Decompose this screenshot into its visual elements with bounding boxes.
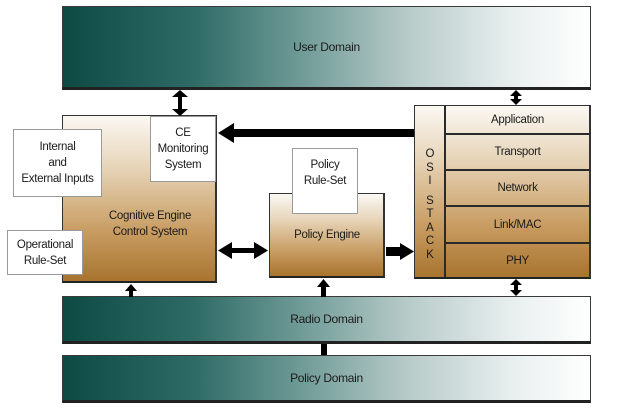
- policy-ruleset-line2: Rule-Set: [303, 175, 347, 187]
- osi-layer-application-label: Application: [491, 113, 544, 126]
- inputs-line3: External Inputs: [21, 173, 94, 185]
- arrow-user-to-osi: [510, 90, 522, 105]
- ce-monitoring-line3: System: [164, 159, 202, 171]
- user-domain-label: User Domain: [293, 40, 360, 54]
- arrow-ce-to-policy-engine: [218, 242, 268, 259]
- osi-layer-transport-label: Transport: [494, 146, 541, 158]
- osi-letter: T: [426, 208, 434, 220]
- user-domain: User Domain: [62, 6, 591, 90]
- internal-external-inputs: Internal and External Inputs: [13, 129, 102, 197]
- operational-ruleset-line1: Operational: [16, 238, 74, 251]
- radio-domain-label: Radio Domain: [290, 312, 363, 326]
- osi-layer-link-mac-label: Link/MAC: [493, 218, 542, 231]
- osi-stack-vertical-label: O S I S T A C K: [418, 148, 442, 262]
- policy-domain-label: Policy Domain: [290, 371, 363, 385]
- osi-letter: O: [425, 148, 435, 160]
- operational-ruleset: Operational Rule-Set: [7, 230, 83, 275]
- arrow-radio-to-policy-engine: [317, 279, 330, 297]
- osi-layer-application: Application: [445, 106, 590, 135]
- cognitive-engine-line2: Control System: [112, 226, 188, 238]
- osi-layer-phy: PHY: [445, 244, 590, 277]
- inputs-line1: Internal: [39, 141, 76, 153]
- osi-letter: S: [426, 161, 434, 174]
- osi-letter: C: [425, 235, 435, 247]
- policy-domain: Policy Domain: [62, 355, 591, 403]
- arrow-radio-to-ce: [125, 284, 137, 297]
- osi-layer-transport: Transport: [445, 135, 590, 171]
- policy-ruleset-line1: Policy: [310, 159, 340, 171]
- arrow-policy-engine-to-osi: [386, 243, 414, 260]
- inputs-line2: and: [48, 157, 67, 169]
- policy-engine-label: Policy Engine: [294, 229, 360, 241]
- arrow-user-to-ce: [172, 90, 188, 116]
- osi-layer-link-mac: Link/MAC: [445, 207, 590, 244]
- radio-domain: Radio Domain: [62, 296, 591, 344]
- osi-layer-network-label: Network: [497, 182, 538, 194]
- cognitive-engine-label: Cognitive Engine Control System: [95, 208, 205, 240]
- osi-letter: I: [428, 175, 432, 187]
- osi-letter: A: [426, 221, 434, 234]
- osi-stack-divider: [444, 106, 446, 277]
- ce-monitoring-system: CE Monitoring System: [150, 116, 216, 182]
- ce-monitoring-line1: CE: [175, 127, 191, 139]
- cognitive-engine-line1: Cognitive Engine: [108, 210, 192, 222]
- operational-ruleset-line2: Rule-Set: [23, 254, 67, 267]
- policy-ruleset: Policy Rule-Set: [292, 148, 358, 214]
- osi-layer-phy-label: PHY: [506, 254, 529, 267]
- ce-monitoring-line2: Monitoring: [157, 143, 209, 155]
- arrow-osi-to-ce-monitoring: [218, 123, 414, 143]
- arrow-radio-to-osi: [510, 279, 522, 296]
- osi-layer-network: Network: [445, 171, 590, 207]
- connector-policy-to-radio: [321, 344, 327, 355]
- osi-letter: K: [426, 248, 434, 261]
- osi-letter: S: [426, 194, 434, 207]
